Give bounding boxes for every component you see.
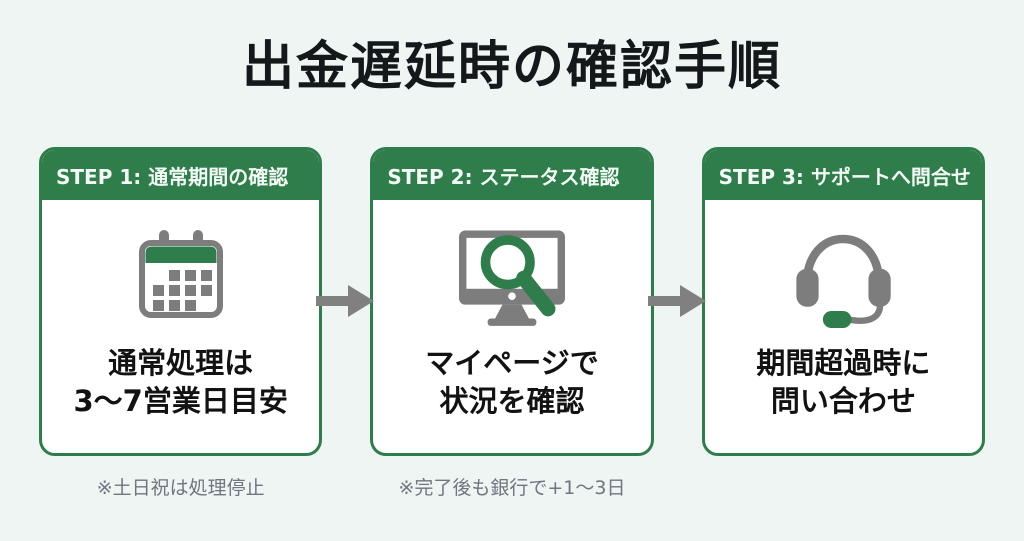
step-1-text-line2: 3〜7営業日目安 [73, 384, 288, 419]
step-2-body: マイページで 状況を確認 [373, 200, 650, 453]
step-1-text-line1: 通常処理は [108, 345, 254, 380]
step-1-card: STEP 1: 通常期間の確認 [39, 146, 323, 456]
step-2-text-line1: マイページで [425, 345, 599, 380]
step-1-header: STEP 1: 通常期間の確認 [42, 149, 320, 200]
headset-icon [779, 214, 907, 336]
steps-row: STEP 1: 通常期間の確認 [39, 146, 985, 500]
step-3-body: 期間超過時に 問い合わせ [705, 200, 982, 453]
step-2-text-line2: 状況を確認 [439, 384, 585, 419]
step-3-column: STEP 3: サポートへ問合せ 期間超過時に 問い合わせ [701, 146, 985, 497]
step-3-header: STEP 3: サポートへ問合せ [704, 149, 982, 200]
arrow-step2-to-step3 [647, 281, 706, 321]
step-3-footnote [702, 473, 985, 497]
step-3-text-line2: 問い合わせ [770, 384, 916, 419]
monitor-search-icon [448, 214, 576, 336]
page-title: 出金遅延時の確認手順 [241, 37, 782, 97]
right-arrow-icon [316, 284, 375, 317]
step-2-header: STEP 2: ステータス確認 [373, 149, 651, 200]
step-1-text: 通常処理は 3〜7営業日目安 [73, 344, 287, 421]
arrow-step1-to-step2 [316, 281, 375, 321]
step-2-text: マイページで 状況を確認 [425, 344, 598, 421]
step-1-column: STEP 1: 通常期間の確認 [39, 146, 323, 500]
step-1-body: 通常処理は 3〜7営業日目安 [42, 200, 319, 453]
step-3-text-line1: 期間超過時に [756, 345, 931, 380]
step-2-card: STEP 2: ステータス確認 [370, 146, 654, 456]
right-arrow-icon [647, 284, 706, 317]
calendar-icon [131, 214, 231, 336]
step-3-text: 期間超過時に 問い合わせ [756, 344, 930, 421]
step-1-footnote: ※土日祝は処理停止 [96, 476, 265, 499]
step-2-column: STEP 2: ステータス確認 [370, 146, 654, 500]
step-3-card: STEP 3: サポートへ問合せ 期間超過時に 問い合わせ [701, 146, 985, 456]
step-2-footnote: ※完了後も銀行で+1〜3日 [398, 476, 626, 499]
